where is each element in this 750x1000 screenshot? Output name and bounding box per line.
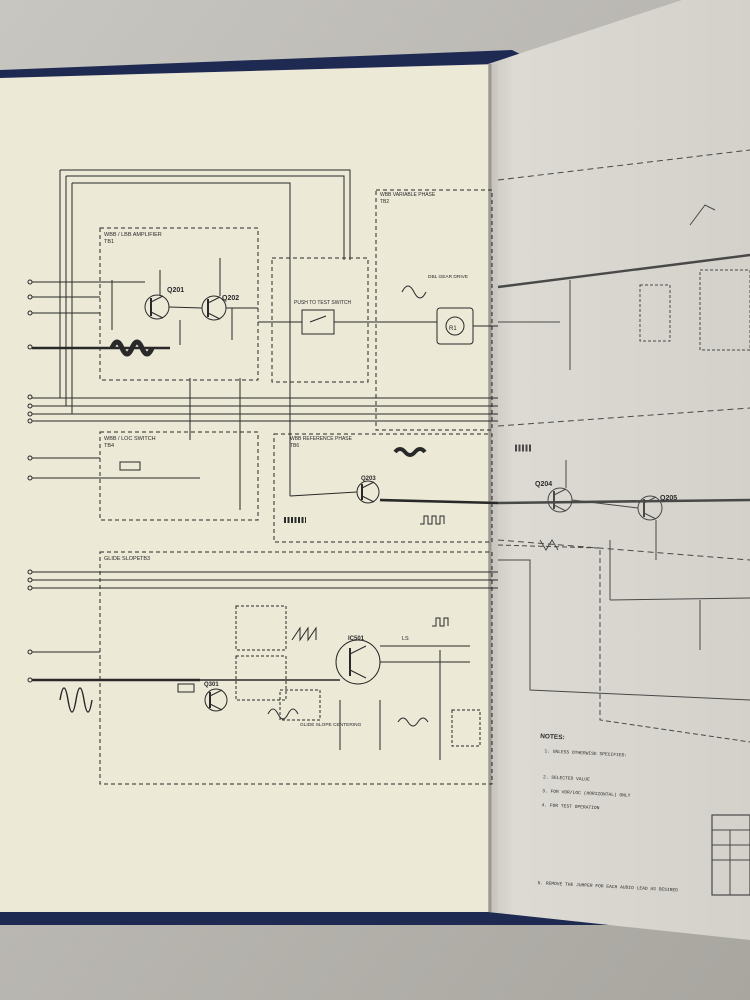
connector-terminals bbox=[27, 279, 33, 683]
left-page bbox=[0, 64, 498, 912]
label-ls: LS bbox=[402, 636, 409, 642]
label-wbb-switch-ref: TB4 bbox=[104, 443, 114, 449]
label-ic501: IC501 bbox=[348, 636, 365, 642]
page-shadow bbox=[0, 64, 498, 912]
right-schematic bbox=[497, 149, 750, 896]
label-wbb-switch: WBB / LOC SWITCH bbox=[104, 436, 156, 442]
label-q203: Q203 bbox=[361, 476, 376, 482]
block-push-test bbox=[271, 257, 369, 383]
label-glide-centering: GLIDE SLOPE CENTERING bbox=[300, 722, 362, 728]
label-r1: R1 bbox=[449, 326, 457, 332]
block-wbb-amplifier bbox=[99, 227, 259, 381]
note-1: 1. UNLESS OTHERWISE SPECIFIED: bbox=[544, 748, 627, 758]
right-page bbox=[488, 0, 750, 940]
block-reference-phase bbox=[273, 433, 493, 543]
transistor-q301 bbox=[204, 688, 228, 712]
label-push-test: PUSH TO TEST SWITCH bbox=[294, 300, 352, 306]
label-q301: Q301 bbox=[204, 682, 219, 688]
label-gear-drive: DBL GEAR DRIVE bbox=[428, 274, 468, 280]
label-reference-phase: WBB REFERENCE PHASE bbox=[290, 436, 353, 442]
label-q205: Q205 bbox=[660, 495, 677, 502]
label-q201: Q201 bbox=[167, 287, 184, 294]
label-wbb-amplifier-ref: TB1 bbox=[104, 239, 114, 245]
waveform-modulated bbox=[109, 339, 155, 357]
left-schematic bbox=[27, 169, 499, 785]
block-variable-phase bbox=[375, 189, 493, 431]
label-q204: Q204 bbox=[535, 481, 552, 488]
waveform-ramp bbox=[291, 626, 317, 642]
label-q202: Q202 bbox=[222, 295, 239, 302]
label-reference-phase-ref: TB6 bbox=[290, 443, 299, 449]
note-4: 4. FOR TEST OPERATION bbox=[541, 802, 599, 811]
block-glide-slope bbox=[99, 551, 493, 785]
note-3: 3. FOR VOR/LOC (HORIZONTAL) ONLY bbox=[542, 788, 631, 799]
block-wbb-switch bbox=[99, 431, 259, 521]
label-wbb-amplifier: WBB / LBB AMPLIFIER bbox=[104, 232, 162, 238]
label-variable-phase: WBB VARIABLE PHASE bbox=[380, 192, 436, 198]
notes-title: NOTES: bbox=[540, 733, 565, 741]
label-variable-phase-ref: TB2 bbox=[380, 199, 389, 205]
note-2: 2. SELECTED VALUE bbox=[543, 774, 590, 782]
label-glide-slope: GLIDE SLOPE bbox=[104, 556, 141, 562]
label-glide-slope-ref: TB3 bbox=[140, 556, 150, 562]
left-page-labels: WBB / LBB AMPLIFIER TB1 PUSH TO TEST SWI… bbox=[104, 192, 468, 728]
waveform-input bbox=[59, 687, 93, 713]
